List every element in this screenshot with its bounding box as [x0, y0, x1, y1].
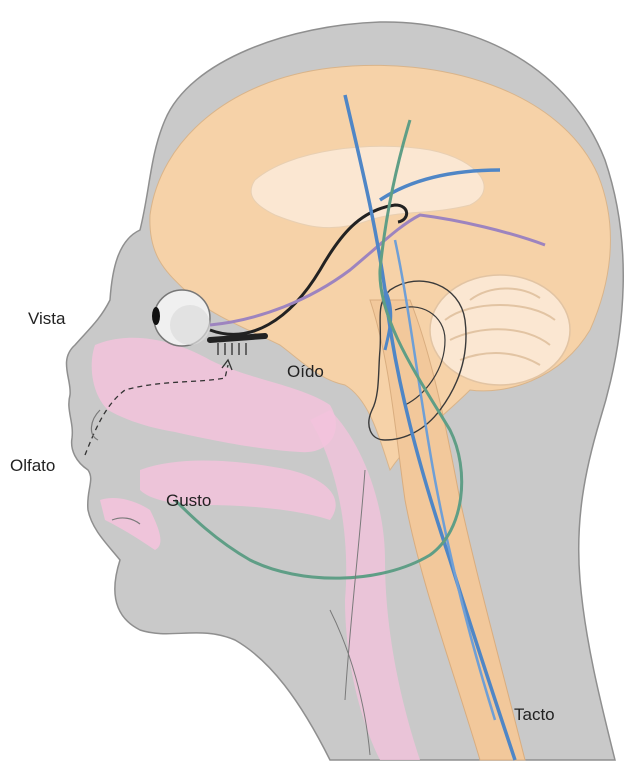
label-oido: Oído: [287, 362, 324, 382]
olfactory-bulb: [210, 336, 265, 340]
label-gusto: Gusto: [166, 491, 211, 511]
eyeball-shade: [170, 305, 210, 345]
label-olfato: Olfato: [10, 456, 55, 476]
pupil: [152, 307, 160, 325]
label-tacto: Tacto: [514, 705, 555, 725]
label-vista: Vista: [28, 309, 66, 329]
